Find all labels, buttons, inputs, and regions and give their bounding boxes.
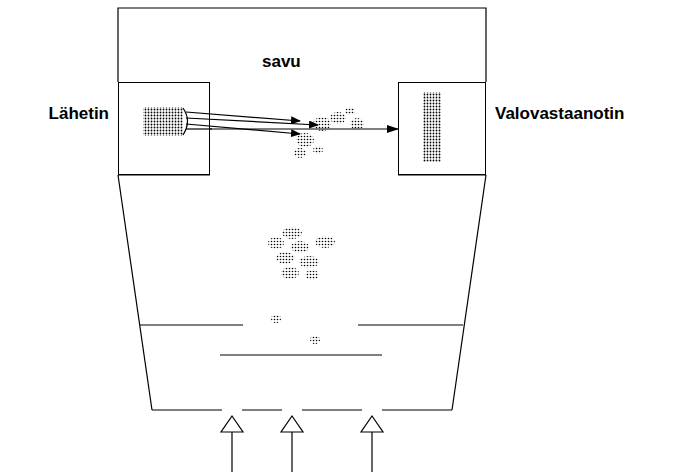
smoke-particles bbox=[268, 107, 364, 344]
smoke-label: savu bbox=[262, 53, 301, 72]
emitter-dots bbox=[143, 107, 183, 136]
sensor-box: Valovastaanotin bbox=[398, 82, 486, 175]
part-heading: Lähetin bbox=[49, 105, 109, 124]
housing bbox=[118, 8, 486, 410]
sensor-box: Lähetin bbox=[118, 82, 210, 175]
light-beam bbox=[210, 128, 398, 129]
part-heading: Valovastaanotin bbox=[495, 105, 624, 124]
air-inlet-arrows bbox=[221, 416, 383, 472]
light-rays bbox=[186, 112, 318, 134]
receiver-dots bbox=[423, 92, 441, 162]
